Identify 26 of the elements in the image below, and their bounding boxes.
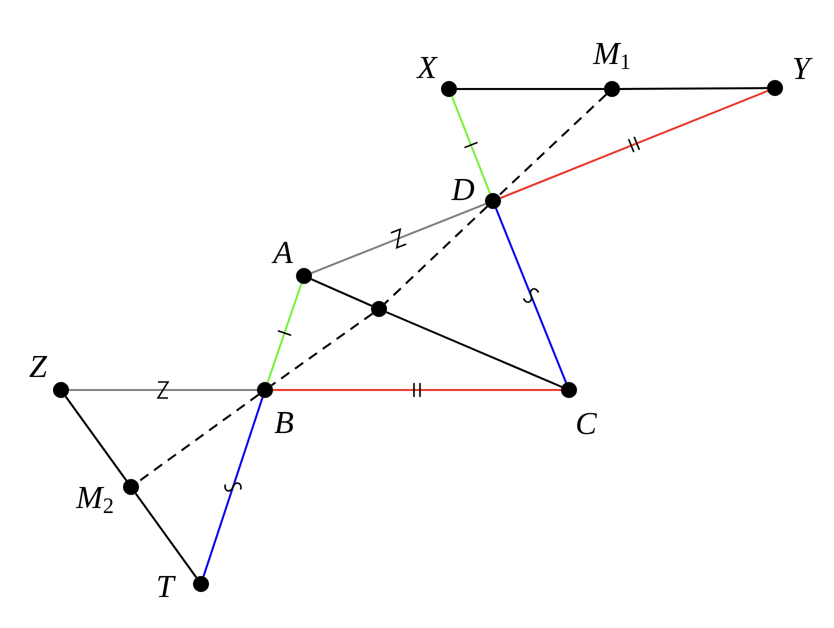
- point-label: B: [274, 406, 294, 438]
- dashed-segment: [384, 206, 488, 304]
- line-segment: [311, 203, 486, 274]
- line-segment: [69, 389, 257, 391]
- line-segment: [500, 90, 768, 199]
- point-label: M$_{2}$: [76, 481, 114, 517]
- line-segment: [266, 283, 302, 383]
- line-segment: [310, 278, 372, 307]
- line-segment: [386, 311, 562, 388]
- dashed-segment: [270, 312, 374, 386]
- dashed-segment: [498, 94, 607, 196]
- line-segment: [457, 88, 604, 90]
- line-segment: [495, 208, 567, 383]
- point-label: D: [451, 173, 475, 205]
- line-segment: [64, 396, 128, 482]
- point-label: T: [156, 570, 174, 602]
- line-segment: [451, 96, 491, 194]
- point-label: M$_{1}$: [593, 37, 631, 73]
- point-label: Z: [29, 350, 47, 382]
- point-label: A: [273, 236, 293, 268]
- line-segment: [202, 397, 264, 577]
- point-label: X: [417, 51, 437, 83]
- line-segment: [620, 87, 767, 90]
- line-segment: [134, 492, 198, 578]
- line-segment: [273, 389, 561, 391]
- point-label: C: [575, 407, 597, 439]
